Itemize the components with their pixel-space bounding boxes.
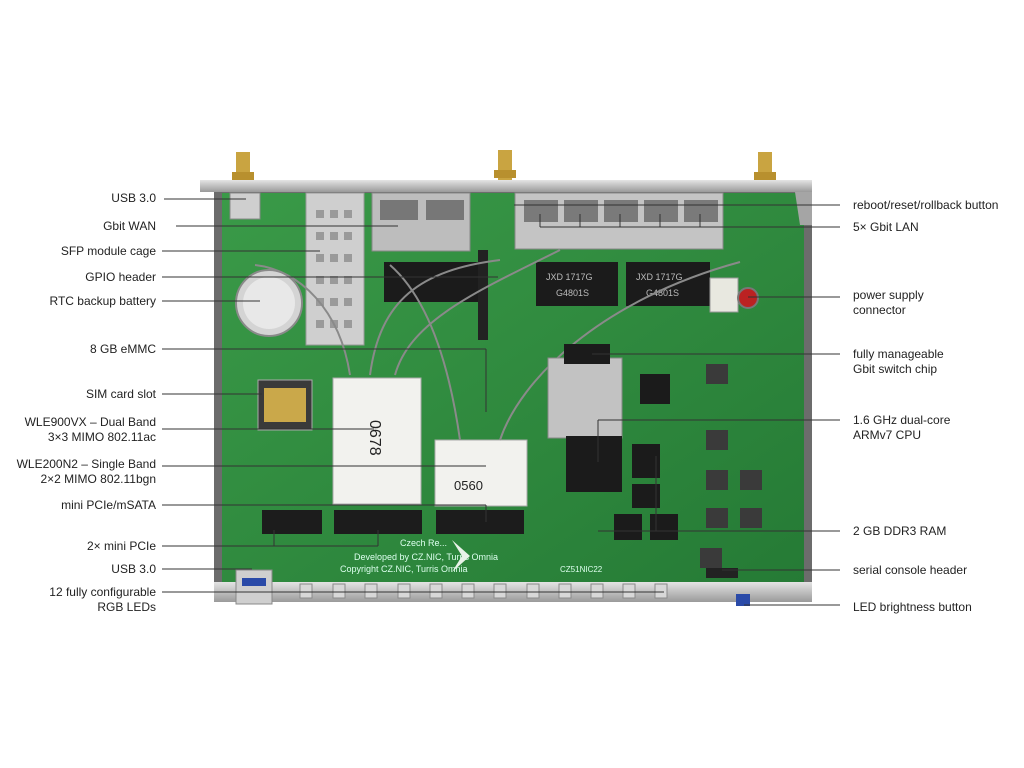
serial-header [706, 568, 738, 578]
inductors [700, 364, 762, 568]
label-wle900vx: WLE900VX – Dual Band 3×3 MIMO 802.11ac [24, 415, 156, 444]
turris-logo [452, 540, 470, 572]
antenna-cables [254, 249, 741, 441]
label-gbit-wan: Gbit WAN [103, 219, 156, 233]
led-brightness-button [736, 594, 750, 606]
label-sim-slot: SIM card slot [85, 387, 156, 401]
wle200n2-module: 0560 [434, 439, 528, 507]
label-led-brightness: LED brightness button [853, 600, 972, 614]
label-cpu: 1.6 GHz dual-core ARMv7 CPU [853, 413, 951, 442]
label-mini-pcie-2x: 2× mini PCIe [86, 539, 156, 553]
gpio-header [478, 250, 488, 340]
ram-marking-1: JXD 1717G [546, 272, 593, 282]
antenna-connectors [232, 150, 776, 182]
silkscreen-1: Czech Re... [400, 538, 447, 548]
label-rgb-leds: 12 fully configurable RGB LEDs [49, 585, 156, 614]
label-wle200n2: WLE200N2 – Single Band 2×2 MIMO 802.11bg… [16, 457, 156, 486]
label-mini-pcie-msata: mini PCIe/mSATA [61, 498, 156, 512]
ram-marking-4: G4801S [646, 288, 679, 298]
ram-chips-top: JXD 1717G G4801S JXD 1717G G4801S [384, 262, 710, 306]
label-power-connector: power supply connector [853, 288, 924, 317]
usb-port-top [229, 192, 261, 220]
label-usb3-bottom: USB 3.0 [111, 562, 156, 576]
silkscreen-2: Developed by CZ.NIC, Turris Omnia [354, 552, 498, 562]
label-sfp-cage: SFP module cage [60, 244, 156, 258]
usb-port-bottom [235, 569, 273, 605]
label-serial-console: serial console header [853, 563, 968, 577]
switch-chip-heatsink [547, 357, 623, 439]
label-reboot-button: reboot/reset/rollback button [853, 198, 999, 212]
label-rtc-battery: RTC backup battery [49, 294, 157, 308]
label-ram: 2 GB DDR3 RAM [853, 524, 947, 538]
rgb-leds [299, 583, 668, 599]
cpu-chip [566, 436, 622, 492]
label-usb3-top: USB 3.0 [111, 191, 156, 205]
silkscreen-3: Copyright CZ.NIC, Turris Omnia [340, 564, 468, 574]
ram-marking-3: JXD 1717G [636, 272, 683, 282]
ddr3-chips [614, 374, 678, 540]
label-gbit-lan: 5× Gbit LAN [853, 220, 919, 234]
label-emmc: 8 GB eMMC [89, 342, 156, 356]
label-switch-chip: fully manageable Gbit switch chip [853, 347, 944, 376]
ram-marking-2: G4801S [556, 288, 589, 298]
wle900vx-module: 0678 [332, 377, 422, 505]
silkscreen-4: CZ51NIC22 [560, 565, 603, 574]
top-rail [200, 180, 812, 192]
label-gpio-header: GPIO header [85, 270, 156, 284]
module-200n2-cert: 0560 [454, 478, 483, 493]
sfp-cage [305, 192, 365, 346]
